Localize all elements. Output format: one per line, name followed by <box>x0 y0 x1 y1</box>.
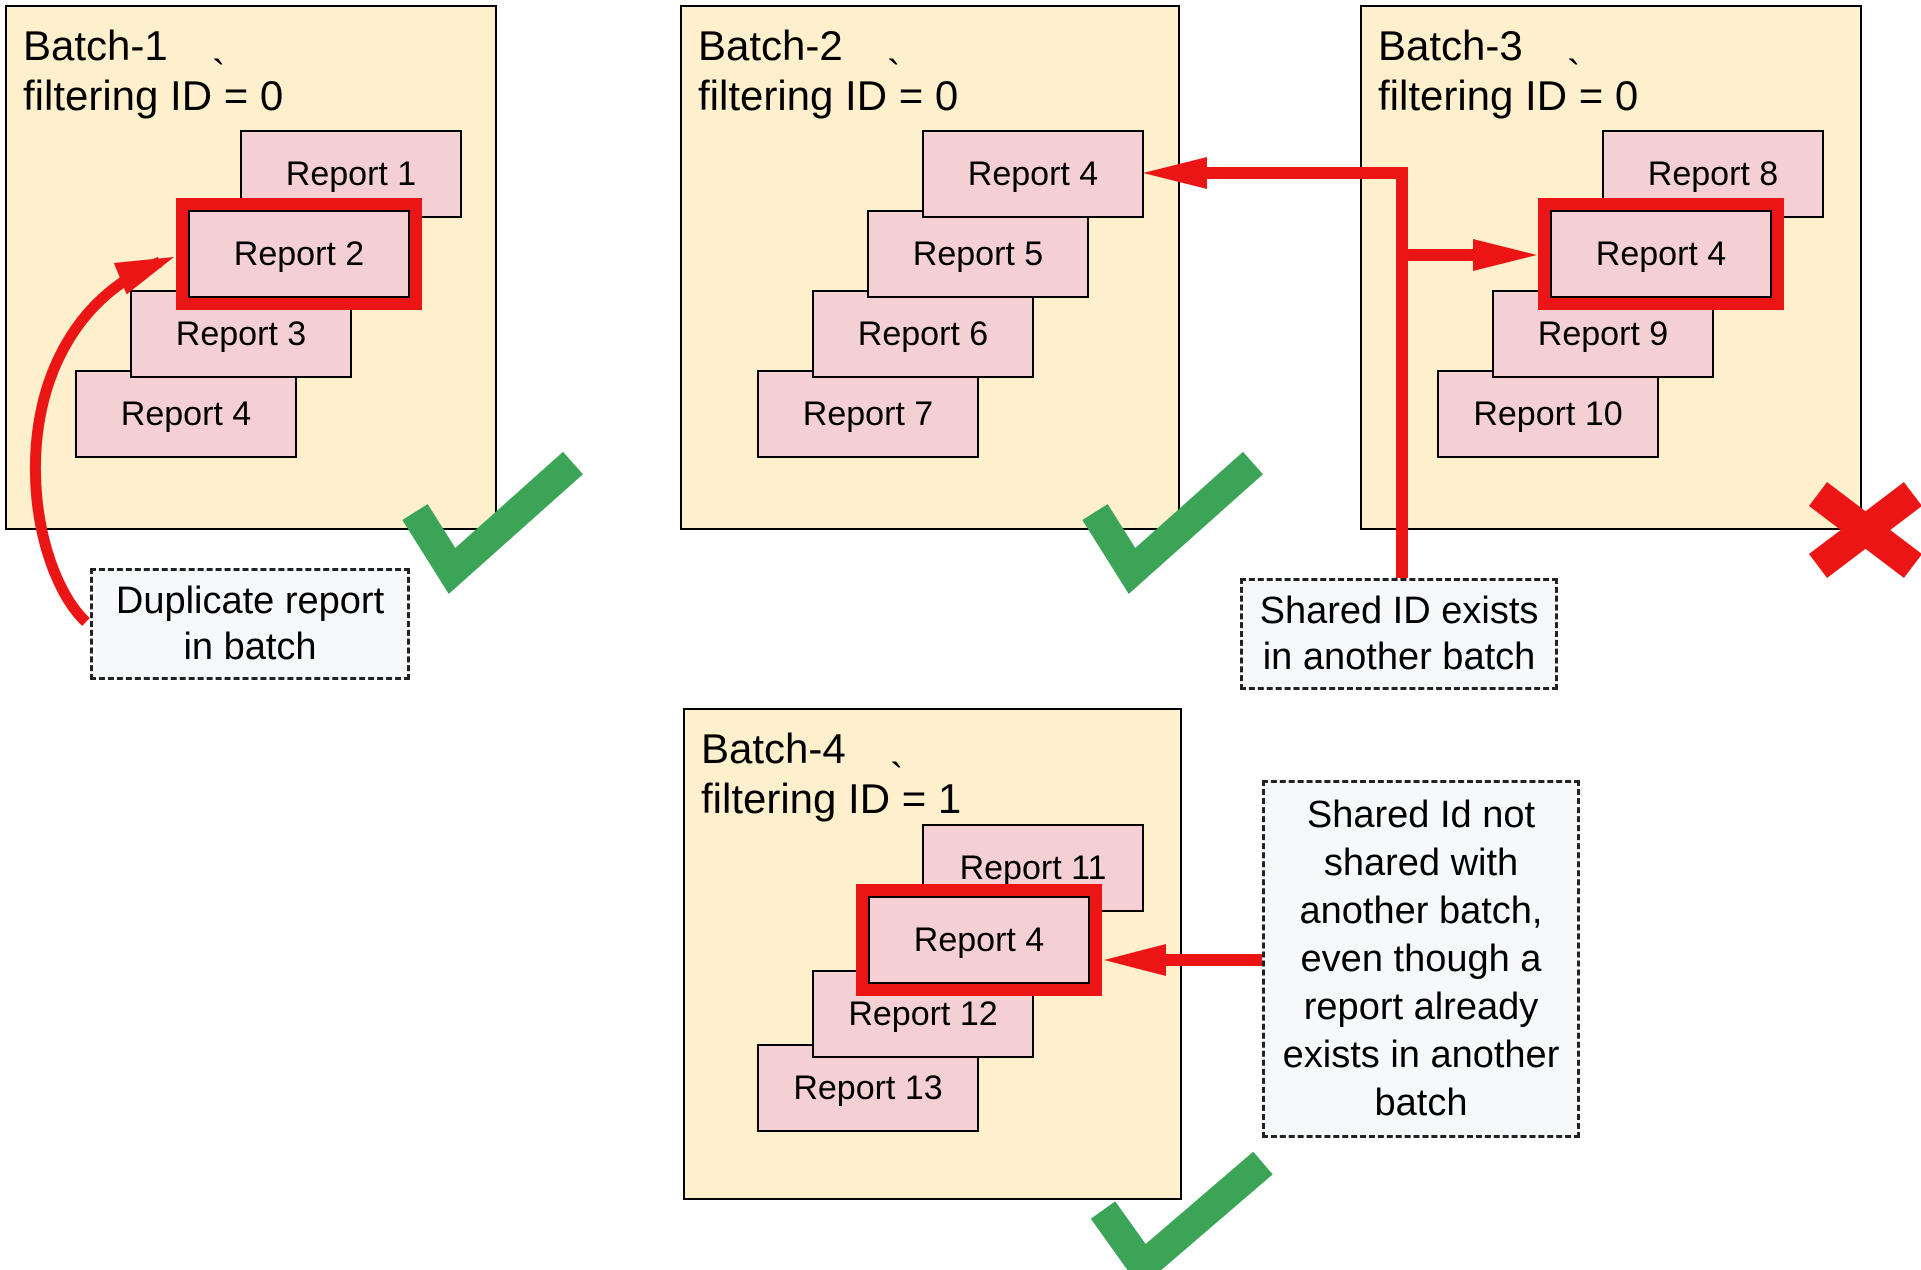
report-label: Report 4 <box>967 154 1099 193</box>
report-label: Report 10 <box>1473 394 1623 433</box>
annotation-line: another batch, <box>1299 890 1543 932</box>
annotation-line: Shared Id not <box>1306 794 1536 836</box>
annotation-line: Shared ID exists <box>1259 590 1539 632</box>
report-label: Report 5 <box>912 234 1044 273</box>
report-label: Report 11 <box>959 848 1107 887</box>
report-card-highlighted: Report 2 <box>188 210 410 298</box>
batch-title-line2: filtering ID = 1 <box>701 775 962 822</box>
batch-1-title: Batch-1 filtering ID = 0 <box>23 21 283 121</box>
report-label: Report 9 <box>1537 314 1669 353</box>
batch-title-line2: filtering ID = 0 <box>23 72 284 119</box>
report-card: Report 13 <box>757 1044 979 1132</box>
annotation-line: even though a <box>1300 938 1542 980</box>
report-card: Report 5 <box>867 210 1089 298</box>
annotation-line: Duplicate report <box>115 580 385 622</box>
batch-title-line2: filtering ID = 0 <box>1378 72 1639 119</box>
report-label: Report 7 <box>802 394 934 433</box>
batch-title-line1: Batch-1 <box>23 22 168 69</box>
batch-title-line2: filtering ID = 0 <box>698 72 959 119</box>
report-card: Report 4 <box>922 130 1144 218</box>
report-card-highlighted: Report 4 <box>1550 210 1772 298</box>
duplicate-highlight-frame <box>176 198 422 310</box>
batch-3-title: Batch-3 filtering ID = 0 <box>1378 21 1638 121</box>
stray-tick-mark: ` <box>890 756 904 800</box>
annotation-line: shared with <box>1323 842 1519 884</box>
annotation-shared-id-exists: Shared ID exists in another batch <box>1240 578 1558 690</box>
batch-title-line1: Batch-3 <box>1378 22 1523 69</box>
annotation-duplicate-report: Duplicate report in batch <box>90 568 410 680</box>
report-label: Report 4 <box>913 920 1045 959</box>
annotation-line: batch <box>1374 1082 1468 1124</box>
annotation-shared-id-not-shared: Shared Id not shared with another batch,… <box>1262 780 1580 1138</box>
stray-tick-mark: ` <box>887 53 901 97</box>
report-label: Report 4 <box>120 394 252 433</box>
report-card: Report 6 <box>812 290 1034 378</box>
report-label: Report 6 <box>857 314 989 353</box>
annotation-line: in another batch <box>1262 636 1536 678</box>
annotation-line: in batch <box>183 626 317 668</box>
report-label: Report 3 <box>175 314 307 353</box>
batch-4-title: Batch-4 filtering ID = 1 <box>701 724 961 824</box>
stray-tick-mark: ` <box>1567 53 1581 97</box>
not-shared-highlight-frame <box>856 884 1102 996</box>
report-card: Report 4 <box>75 370 297 458</box>
annotation-line: exists in another <box>1282 1034 1560 1076</box>
stray-tick-mark: ` <box>212 53 226 97</box>
batch-title-line1: Batch-2 <box>698 22 843 69</box>
report-label: Report 8 <box>1647 154 1779 193</box>
report-label: Report 12 <box>848 994 998 1033</box>
annotation-line: report already <box>1303 986 1539 1028</box>
batch-2-title: Batch-2 filtering ID = 0 <box>698 21 958 121</box>
batch-title-line1: Batch-4 <box>701 725 846 772</box>
report-card: Report 10 <box>1437 370 1659 458</box>
report-label: Report 2 <box>233 234 365 273</box>
report-label: Report 1 <box>285 154 417 193</box>
report-card-highlighted: Report 4 <box>868 896 1090 984</box>
report-card: Report 7 <box>757 370 979 458</box>
shared-id-highlight-frame <box>1538 198 1784 310</box>
report-label: Report 4 <box>1595 234 1727 273</box>
report-label: Report 13 <box>793 1068 943 1107</box>
